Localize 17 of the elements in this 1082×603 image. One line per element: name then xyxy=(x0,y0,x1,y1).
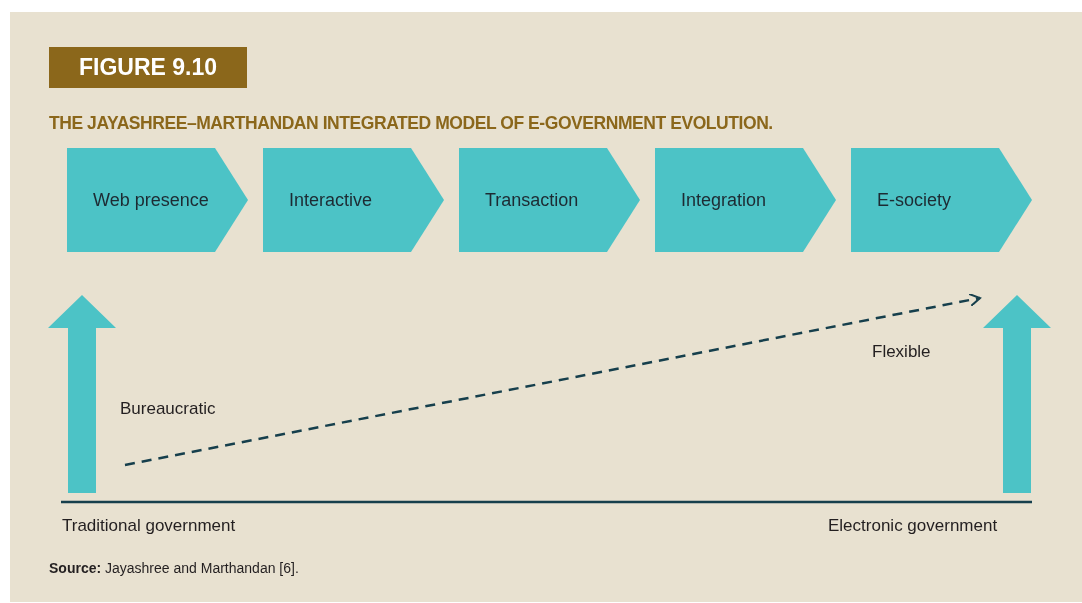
step-label: E-society xyxy=(877,188,952,212)
chevron-step xyxy=(263,148,444,252)
figure-number-tag: FIGURE 9.10 xyxy=(49,47,247,88)
axis-label: Electronic government xyxy=(828,515,998,537)
chevron-step xyxy=(67,148,248,252)
step-label: Interactive xyxy=(289,188,373,212)
step-label: Integration xyxy=(681,188,767,212)
step-label: Transaction xyxy=(485,188,579,212)
axis-label: Bureaucratic xyxy=(120,398,216,420)
figure-title: THE JAYASHREE–MARTHANDAN INTEGRATED MODEL OF E-GOVERNMENT EVOLUTION. xyxy=(49,112,773,135)
chevron-step xyxy=(655,148,836,252)
chevron-step xyxy=(459,148,640,252)
step-label: Web presence xyxy=(93,188,209,212)
chevron-step xyxy=(851,148,1032,252)
source-note: Source: Jayashree and Marthandan [6]. xyxy=(49,559,299,578)
axis-label: Traditional government xyxy=(62,515,236,537)
axis-label: Flexible xyxy=(872,341,931,363)
